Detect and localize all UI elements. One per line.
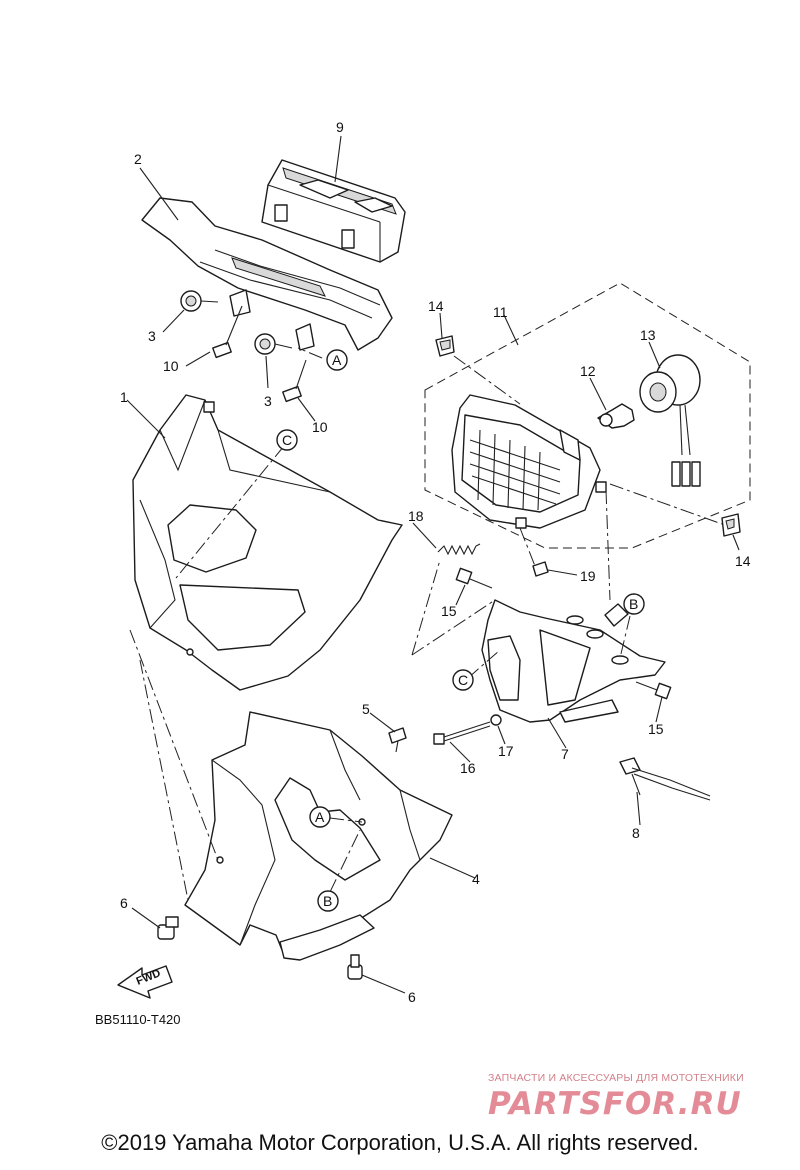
ref-b-upper: B: [629, 596, 638, 612]
part-9-meter: [261, 159, 406, 263]
reference-letters: A A B B C C: [276, 349, 645, 912]
part-12-bulb: [597, 403, 635, 429]
watermark-logo: PARTSFOR.RU: [488, 1086, 742, 1122]
grommet-3-lower: [254, 333, 293, 355]
part-8-cable-tie: [619, 757, 711, 801]
part-4-lower-panel: [184, 711, 453, 961]
watermark-subtitle: ЗАПЧАСТИ И АКСЕССУАРЫ ДЛЯ МОТОТЕХНИКИ: [488, 1072, 744, 1084]
washer-17: [490, 714, 502, 726]
part-19-nut: [532, 561, 549, 577]
reference-lines: [129, 347, 723, 901]
callout-4: 4: [472, 871, 480, 887]
callout-numbers: 9 2 3 10 3 10 1 14 11 13 12 14 18 19 15 …: [120, 119, 751, 1005]
callout-8: 8: [632, 825, 640, 841]
callout-6-bottom: 6: [408, 989, 416, 1005]
callout-15-upper: 15: [441, 603, 457, 619]
ref-a-upper: A: [332, 352, 342, 368]
ref-b-lower: B: [323, 893, 332, 909]
callout-18: 18: [408, 508, 424, 524]
callout-9: 9: [336, 119, 344, 135]
part-1-cowling: [132, 394, 403, 691]
bolt-10-upper: [212, 305, 243, 359]
callout-3-lower: 3: [264, 393, 272, 409]
callout-14-lower: 14: [735, 553, 751, 569]
callout-14-upper: 14: [428, 298, 444, 314]
ref-c-lower: C: [458, 672, 468, 688]
part-2-bracket: [141, 197, 393, 351]
callout-13: 13: [640, 327, 656, 343]
part-18-spring: [437, 543, 481, 556]
headlight-grid: [469, 429, 561, 511]
callout-5: 5: [362, 701, 370, 717]
callout-7: 7: [561, 746, 569, 762]
diagram-code: BB51110-T420: [95, 1012, 181, 1027]
grommet-3-upper: [180, 290, 219, 312]
part-7-stay: [481, 599, 666, 723]
headlight-group-outline: [424, 282, 751, 549]
bolt-10-lower: [282, 359, 307, 403]
bolt-15-lower: [635, 681, 672, 700]
bolt-15-upper: [455, 567, 493, 589]
part-13-socket: [639, 354, 701, 487]
callout-1: 1: [120, 389, 128, 405]
callout-10-lower: 10: [312, 419, 328, 435]
callout-3-upper: 3: [148, 328, 156, 344]
callout-6-left: 6: [120, 895, 128, 911]
callout-2: 2: [134, 151, 142, 167]
ref-a-lower: A: [315, 809, 325, 825]
ref-c-upper: C: [282, 432, 292, 448]
rivet-6-bottom: [347, 954, 363, 980]
leader-lines: [126, 135, 740, 994]
rivet-6-left: [157, 916, 179, 940]
copyright-notice: ©2019 Yamaha Motor Corporation, U.S.A. A…: [101, 1130, 699, 1155]
fwd-arrow: FWD: [117, 965, 173, 999]
bolt-16: [433, 721, 491, 745]
callout-11: 11: [493, 304, 508, 320]
screw-5: [388, 727, 407, 753]
callout-10-upper: 10: [163, 358, 179, 374]
callout-17: 17: [498, 743, 514, 759]
callout-15-lower: 15: [648, 721, 664, 737]
part-14-clip-lower: [721, 513, 741, 537]
callout-12: 12: [580, 363, 596, 379]
callout-16: 16: [460, 760, 476, 776]
callout-19: 19: [580, 568, 596, 584]
part-11-headlight: [451, 394, 607, 529]
part-14-clip-upper: [435, 335, 455, 357]
